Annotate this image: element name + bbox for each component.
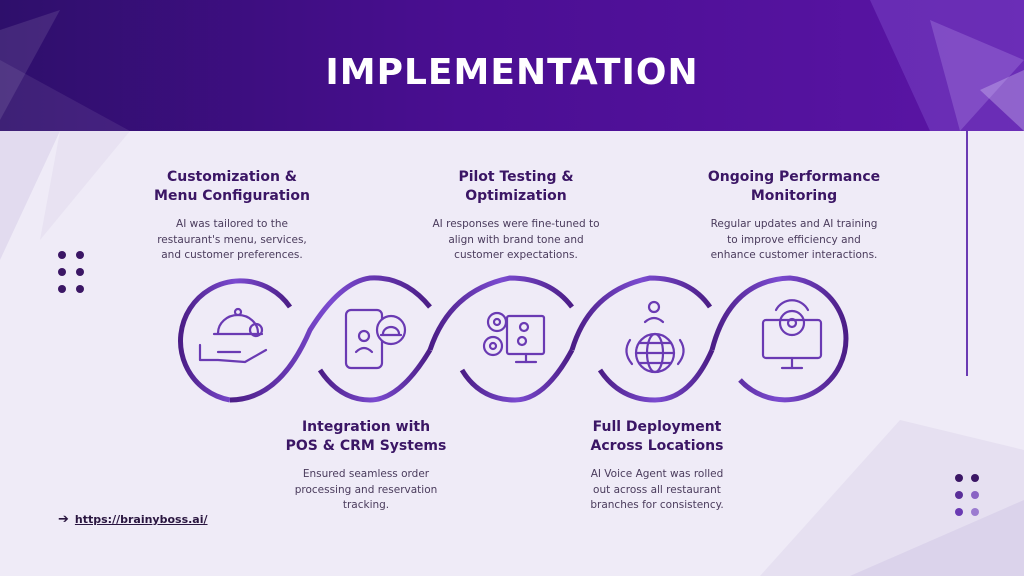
globe-person-icon — [625, 300, 685, 374]
wave-segment-4 — [427, 275, 574, 351]
wave-segment-6 — [569, 275, 713, 351]
header-banner: IMPLEMENTATION — [0, 0, 1024, 131]
wave-segment-3 — [317, 348, 433, 403]
footer-link-row: ➔ https://brainyboss.ai/ — [58, 512, 208, 527]
wave-segment-2 — [229, 275, 432, 403]
wave-segment-7 — [597, 348, 715, 403]
website-link[interactable]: https://brainyboss.ai/ — [74, 513, 208, 526]
page-title: IMPLEMENTATION — [325, 52, 699, 93]
wave-segment-5 — [459, 348, 575, 403]
wave-segment-8 — [709, 275, 849, 403]
step-1-title: Customization &Menu Configuration — [154, 169, 310, 204]
wave-segment-1 — [178, 278, 293, 403]
arrow-right-icon: ➔ — [58, 512, 69, 527]
phone-cloche-icon — [344, 308, 407, 370]
cloche-hand-gear-icon — [198, 307, 268, 364]
monitor-gear-icon — [761, 299, 823, 370]
gears-monitor-icon — [482, 311, 546, 364]
header-decoration — [0, 0, 1024, 131]
step-3-title: Pilot Testing &Optimization — [458, 169, 574, 204]
vertical-divider — [966, 131, 968, 376]
